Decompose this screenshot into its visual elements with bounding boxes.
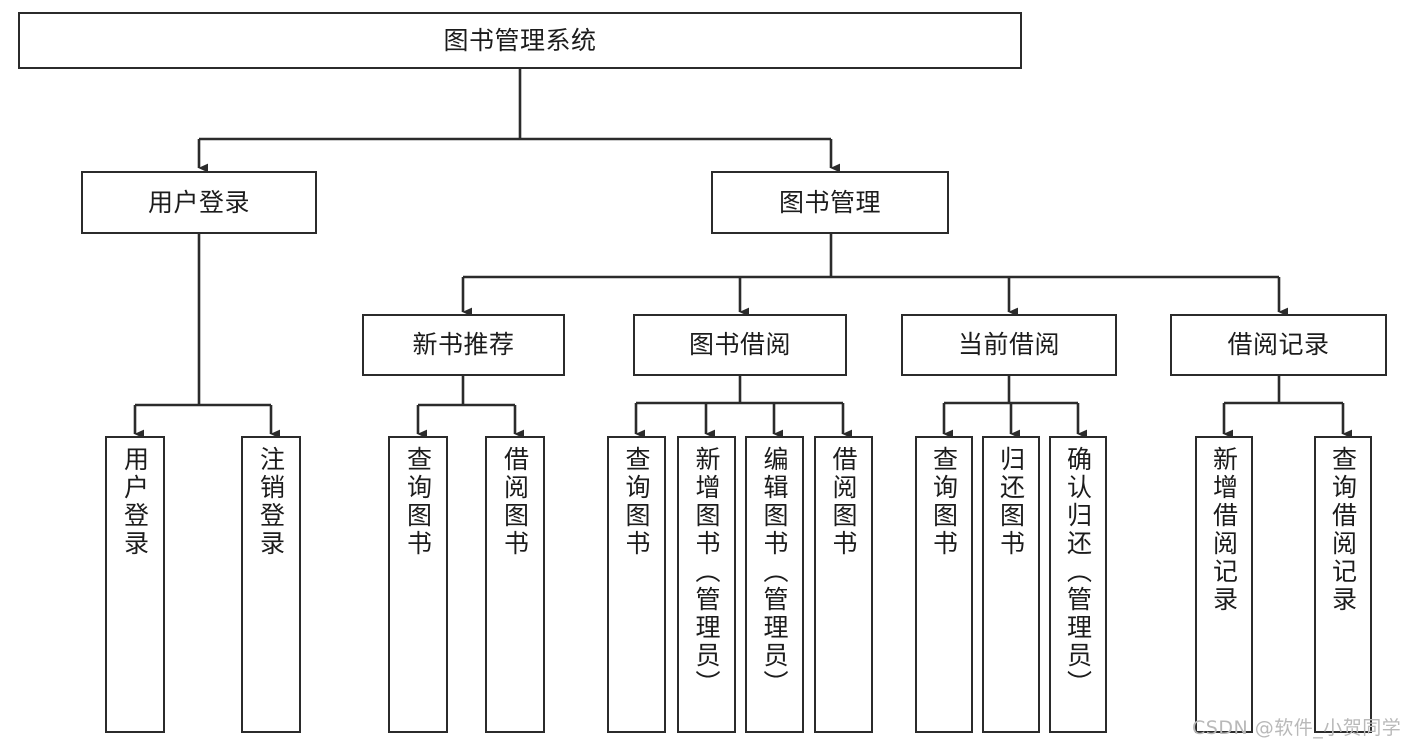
node-current-borrow[interactable]: 当前借阅	[901, 314, 1117, 376]
node-book-management[interactable]: 图书管理	[711, 171, 949, 234]
node-label: 图书借阅	[688, 330, 791, 360]
node-label: 图书管理系统	[443, 25, 597, 55]
leaf-newbook-borrow-books[interactable]: 借阅图书	[485, 436, 545, 733]
node-label: 编辑图书（管理员）	[760, 446, 789, 698]
node-label: 确认归还（管理员）	[1063, 446, 1093, 698]
node-label: 新增借阅记录	[1209, 446, 1239, 614]
leaf-current-confirm-return-admin[interactable]: 确认归还（管理员）	[1049, 436, 1107, 733]
leaf-borrow-edit-book-admin[interactable]: 编辑图书（管理员）	[745, 436, 804, 733]
node-label: 图书管理	[778, 187, 881, 217]
node-label: 借阅图书	[500, 446, 530, 558]
node-label: 查询图书	[622, 446, 651, 558]
node-label: 归还图书	[996, 446, 1026, 558]
node-label: 当前借阅	[957, 330, 1060, 360]
node-label: 用户登录	[120, 446, 150, 558]
leaf-records-query-record[interactable]: 查询借阅记录	[1314, 436, 1372, 733]
node-label: 查询图书	[403, 446, 433, 558]
leaf-borrow-add-book-admin[interactable]: 新增图书（管理员）	[677, 436, 736, 733]
node-new-book-recommend[interactable]: 新书推荐	[362, 314, 565, 376]
node-label: 新书推荐	[412, 330, 515, 360]
node-label: 用户登录	[147, 187, 250, 217]
node-label: 查询借阅记录	[1328, 446, 1358, 614]
node-label: 新增图书（管理员）	[692, 446, 721, 698]
node-label: 借阅记录	[1227, 330, 1330, 360]
leaf-newbook-query-books[interactable]: 查询图书	[388, 436, 448, 733]
node-root-system[interactable]: 图书管理系统	[18, 12, 1022, 69]
leaf-current-return-books[interactable]: 归还图书	[982, 436, 1040, 733]
leaf-borrow-query-books[interactable]: 查询图书	[607, 436, 666, 733]
leaf-user-logout[interactable]: 注销登录	[241, 436, 301, 733]
leaf-records-add-record[interactable]: 新增借阅记录	[1195, 436, 1253, 733]
node-label: 查询图书	[929, 446, 959, 558]
leaf-user-login[interactable]: 用户登录	[105, 436, 165, 733]
leaf-borrow-borrow-books[interactable]: 借阅图书	[814, 436, 873, 733]
node-label: 借阅图书	[829, 446, 858, 558]
node-borrow-records[interactable]: 借阅记录	[1170, 314, 1387, 376]
node-label: 注销登录	[256, 446, 286, 558]
node-book-borrow[interactable]: 图书借阅	[633, 314, 847, 376]
node-user-login[interactable]: 用户登录	[81, 171, 317, 234]
leaf-current-query-books[interactable]: 查询图书	[915, 436, 973, 733]
